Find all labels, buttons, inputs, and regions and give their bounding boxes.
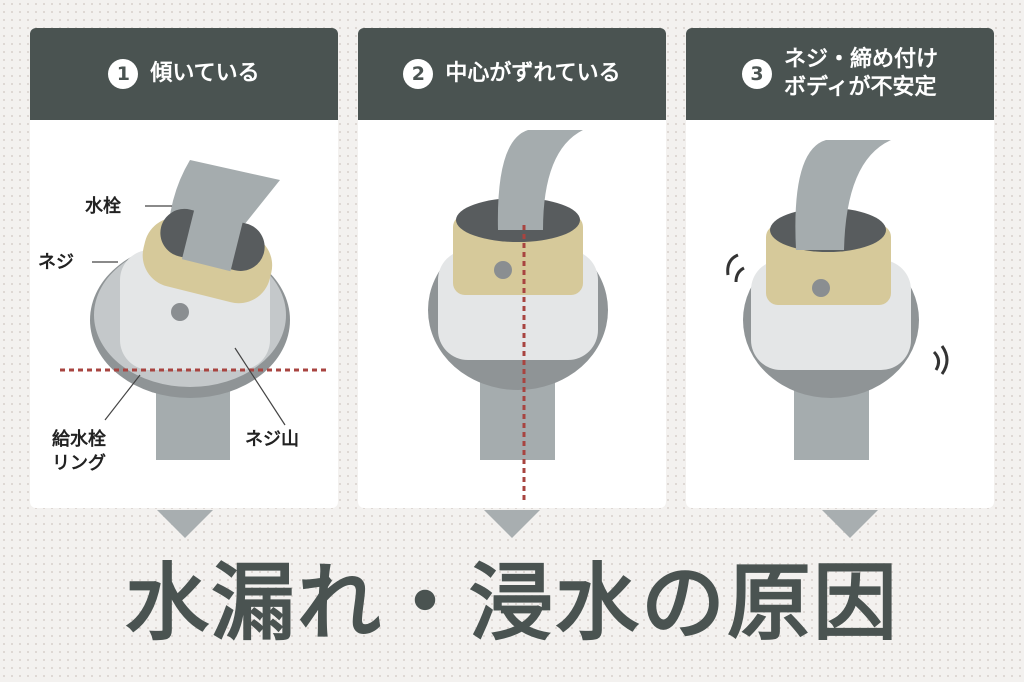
unstable-faucet-illustration: [726, 140, 949, 460]
down-arrow-icon: [822, 510, 878, 538]
tilted-faucet-illustration: 水栓 ネジ 給水栓リング ネジ山: [38, 160, 330, 474]
down-arrow-icon: [157, 510, 213, 538]
vibration-mark-icon: [932, 345, 949, 375]
label-ring: 給水栓リング: [52, 428, 106, 474]
panel-header: 3 ネジ・締め付け ボディが不安定: [686, 28, 994, 120]
label-faucet: 水栓: [85, 195, 121, 217]
label-thread: ネジ山: [245, 429, 299, 450]
panel-off-center: 2 中心がずれている: [358, 28, 666, 508]
label-screw: ネジ: [38, 252, 74, 273]
step-number-badge: 2: [403, 59, 434, 89]
panel-title: 傾いている: [150, 61, 260, 86]
panel-header: 1 傾いている: [30, 28, 338, 120]
down-arrow-icon: [484, 510, 540, 538]
panel-unstable: 3 ネジ・締め付け ボディが不安定: [686, 28, 994, 508]
off-center-faucet-illustration: [428, 130, 608, 500]
step-number-badge: 3: [741, 59, 772, 89]
panel-title: ネジ・締め付け ボディが不安定: [783, 47, 938, 100]
step-number-badge: 1: [108, 59, 139, 89]
main-title: 水漏れ・浸水の原因: [124, 554, 899, 652]
panel-tilted: 1 傾いている 水栓 ネジ 給水栓リング ネジ山: [30, 28, 338, 508]
panel-header: 2 中心がずれている: [358, 28, 666, 120]
panel-title: 中心がずれている: [445, 61, 621, 86]
vibration-mark-icon: [726, 253, 745, 283]
